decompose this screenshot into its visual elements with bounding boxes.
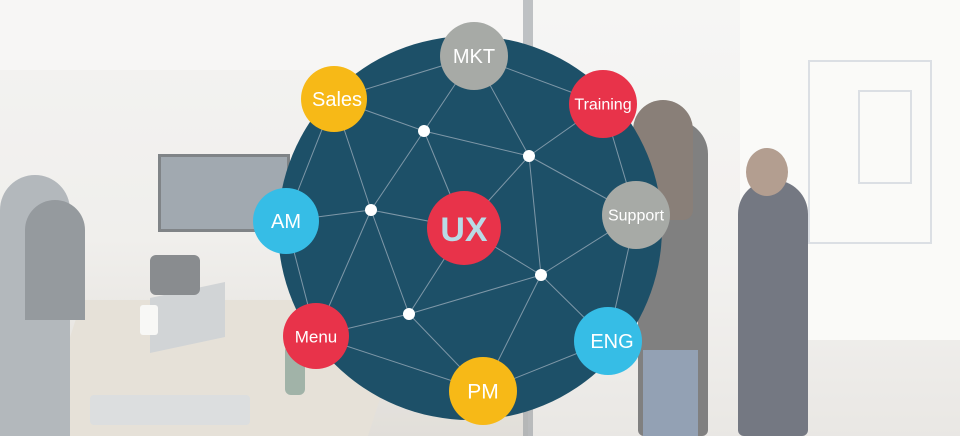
- center-node-label: UX: [440, 211, 488, 249]
- network-dot: [403, 308, 415, 320]
- node-sales: Sales: [301, 66, 367, 132]
- presenter-woman: [738, 180, 808, 436]
- node-circle: [253, 188, 319, 254]
- node-label: Support: [608, 208, 665, 225]
- node-circle: [602, 181, 670, 249]
- connection: [370, 209, 410, 315]
- jeans: [643, 350, 698, 436]
- node-circle: [449, 357, 517, 425]
- network-dot: [535, 269, 547, 281]
- connection: [408, 274, 542, 315]
- node-menu: Menu: [283, 303, 349, 369]
- node-circle: [440, 22, 508, 90]
- person-left-2: [25, 200, 85, 320]
- node-am: AM: [253, 188, 319, 254]
- node-label: Sales: [312, 89, 362, 111]
- chair: [150, 255, 200, 295]
- node-pm: PM: [449, 357, 517, 425]
- presenter-head: [746, 148, 788, 196]
- laptop-2: [90, 395, 250, 425]
- connection: [370, 130, 425, 211]
- node-circle: [569, 70, 637, 138]
- node-label: PM: [467, 381, 499, 404]
- whiteboard-sketch-2: [858, 90, 912, 184]
- center-node-ux: UX: [427, 191, 501, 265]
- node-mkt: MKT: [440, 22, 508, 90]
- node-label: Menu: [295, 328, 338, 347]
- node-label: MKT: [453, 46, 495, 68]
- node-circle: [301, 66, 367, 132]
- node-label: AM: [271, 211, 301, 233]
- node-label: ENG: [590, 331, 633, 353]
- whiteboard-sketch: [808, 60, 932, 244]
- connection: [528, 155, 542, 276]
- cup: [140, 305, 158, 335]
- node-eng: ENG: [574, 307, 642, 375]
- node-training: Training: [569, 70, 637, 138]
- node-label: Training: [574, 97, 631, 114]
- node-support: Support: [602, 181, 670, 249]
- center-node-circle: [427, 191, 501, 265]
- network-dot: [365, 204, 377, 216]
- network-dot: [523, 150, 535, 162]
- node-circle: [574, 307, 642, 375]
- inner-dots: [365, 125, 547, 320]
- network-dot: [418, 125, 430, 137]
- connection: [423, 130, 530, 157]
- node-circle: [283, 303, 349, 369]
